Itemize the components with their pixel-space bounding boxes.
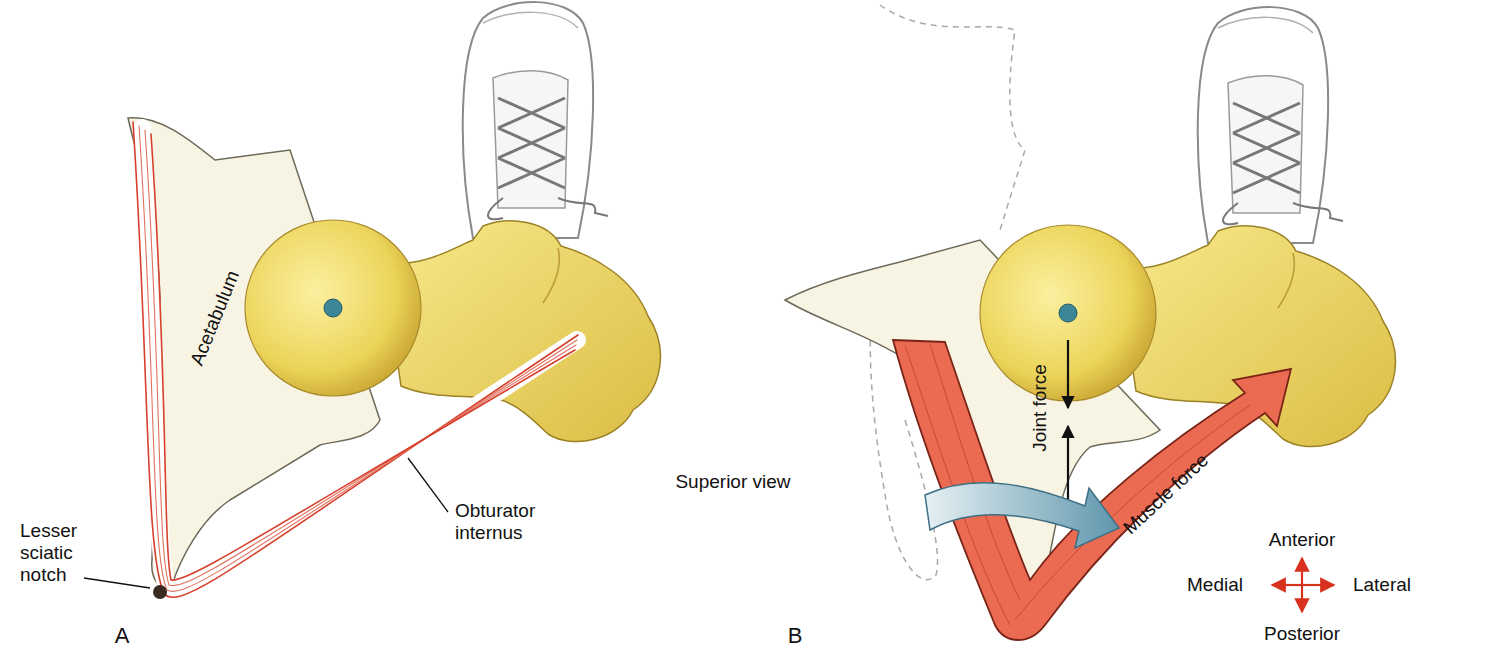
compass: [1272, 558, 1334, 612]
part-label: Acetabulum: [186, 267, 244, 368]
drawing-part: [142, 128, 577, 594]
panel-letter: A: [115, 623, 130, 648]
part-label: Obturator internus: [455, 500, 573, 544]
view-label: Superior view: [675, 471, 790, 493]
muscle-fibers: [905, 344, 1250, 625]
direction-label: Posterior: [1264, 623, 1340, 645]
force-label: Joint force: [1029, 364, 1051, 452]
drawing-part: [1272, 584, 1302, 586]
joint-force-arrow: [1067, 426, 1069, 505]
panel-letter: B: [788, 623, 803, 648]
part-label: Lesser sciatic notch: [20, 520, 96, 586]
drawing-part: [1301, 585, 1303, 612]
muscle-force-band: [893, 340, 1291, 640]
femur-a: [245, 2, 660, 441]
drawing-part: [139, 126, 577, 591]
leader-line: [84, 578, 150, 588]
drawing-part: [1302, 584, 1334, 586]
notch-point: [153, 585, 167, 599]
panel-a: [84, 2, 660, 599]
panel-b: [785, 5, 1395, 640]
joint-force-arrow: [1067, 340, 1069, 408]
rotation-arrow: [925, 483, 1119, 548]
direction-label: Anterior: [1269, 529, 1336, 551]
obturator-internus-muscle: [133, 122, 578, 597]
direction-label: Lateral: [1353, 574, 1411, 596]
force-label: Muscle force: [1119, 449, 1213, 538]
drawing-part: [1301, 558, 1303, 585]
drawing-part: [133, 122, 578, 597]
direction-label: Medial: [1187, 574, 1243, 596]
leader-line: [408, 458, 448, 512]
drawing-part: [145, 130, 576, 586]
drawing-part: [151, 134, 575, 580]
